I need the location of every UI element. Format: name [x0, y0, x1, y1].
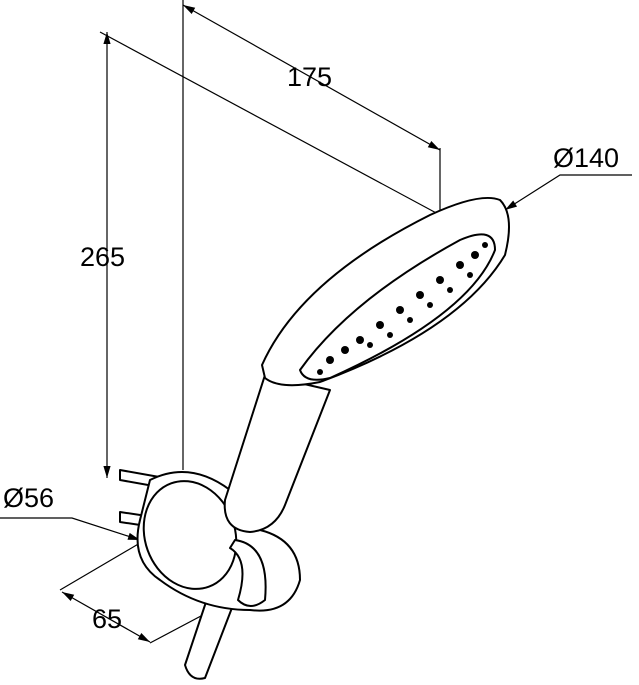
shower-head	[261, 196, 510, 387]
dimension-65-label: 65	[92, 604, 123, 634]
hose	[184, 589, 236, 680]
leader-56	[0, 517, 141, 541]
leader-140	[504, 174, 632, 211]
dimension-line-175	[182, 4, 441, 151]
shower-handle	[223, 374, 331, 533]
dimension-line-65	[61, 591, 151, 643]
dimension-140-label: Ø140	[553, 143, 620, 173]
dimension-56-label: Ø56	[3, 483, 55, 513]
dimension-265-label: 265	[80, 242, 126, 272]
dimension-175-label: 175	[287, 62, 333, 92]
wall-bracket	[136, 471, 301, 612]
